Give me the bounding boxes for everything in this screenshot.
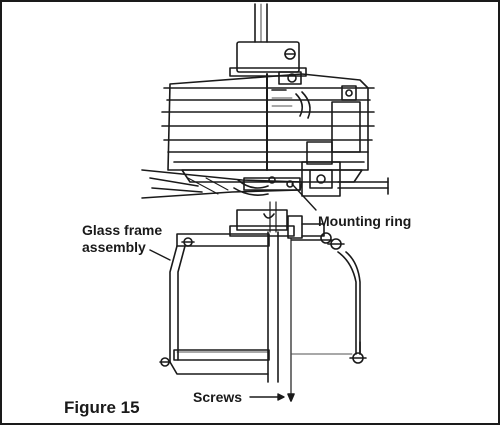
callout-leaders	[149, 183, 317, 401]
light-fitter	[229, 201, 332, 244]
glass-frame	[159, 233, 270, 375]
glass-frame-leader	[149, 249, 171, 261]
glass-frame-right	[291, 238, 367, 364]
figure-label: Figure 15	[64, 398, 140, 417]
screws-callout-label: Screws	[193, 389, 243, 405]
glass-frame-callout-label: Glass frame assembly	[82, 222, 162, 256]
blade-arm	[141, 169, 303, 199]
downrod	[254, 3, 268, 43]
center-rod	[267, 231, 295, 402]
glass-frame-label-line2: assembly	[82, 239, 146, 255]
mounting-ring-callout-label: Mounting ring	[318, 213, 412, 229]
glass-frame-label-line1: Glass frame	[82, 222, 163, 238]
mounting-ring-leader	[291, 183, 317, 211]
mounting-ring	[243, 176, 301, 191]
switch-housing	[181, 161, 389, 197]
motor-housing	[161, 73, 375, 171]
